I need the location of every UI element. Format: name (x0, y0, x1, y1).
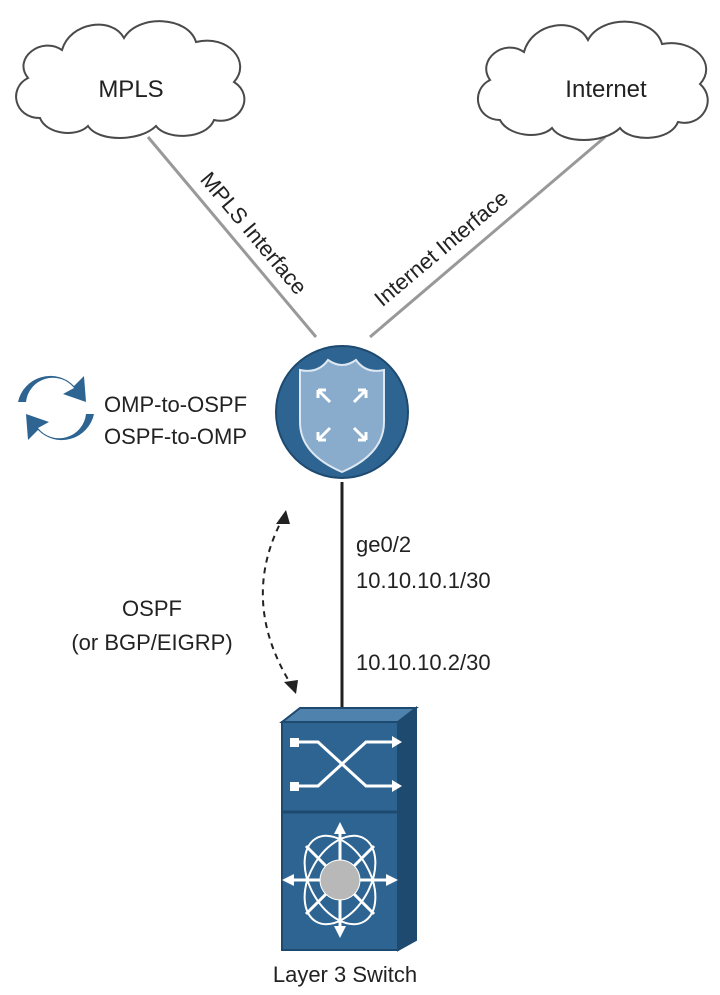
mpls-cloud-label: MPLS (98, 76, 163, 103)
routing-protocol-label-line2: (or BGP/EIGRP) (71, 630, 232, 655)
switch-ip-label: 10.10.10.2/30 (356, 650, 491, 675)
routing-adjacency-arrow (261, 510, 298, 694)
arrowhead-down-icon (284, 680, 298, 694)
router-icon (275, 345, 409, 479)
internet-link (369, 135, 606, 339)
layer3-switch-icon (279, 705, 419, 952)
redistribution-arrows-icon (18, 375, 94, 441)
mpls-cloud-icon (15, 20, 246, 139)
routing-protocol-label-line1: OSPF (122, 596, 182, 621)
mpls-interface-label: MPLS Interface (195, 167, 312, 299)
arrowhead-up-icon (276, 510, 290, 524)
mpls-link (146, 136, 318, 338)
redistribution-label-line2: OSPF-to-OMP (104, 424, 247, 449)
internet-cloud-label: Internet (565, 76, 647, 103)
internet-interface-label: Internet Interface (369, 185, 512, 311)
switch-label: Layer 3 Switch (273, 962, 417, 987)
internet-cloud-icon (477, 20, 709, 141)
router-interface-label: ge0/2 (356, 532, 411, 557)
router-ip-label: 10.10.10.1/30 (356, 568, 491, 593)
redistribution-label-line1: OMP-to-OSPF (104, 392, 247, 417)
